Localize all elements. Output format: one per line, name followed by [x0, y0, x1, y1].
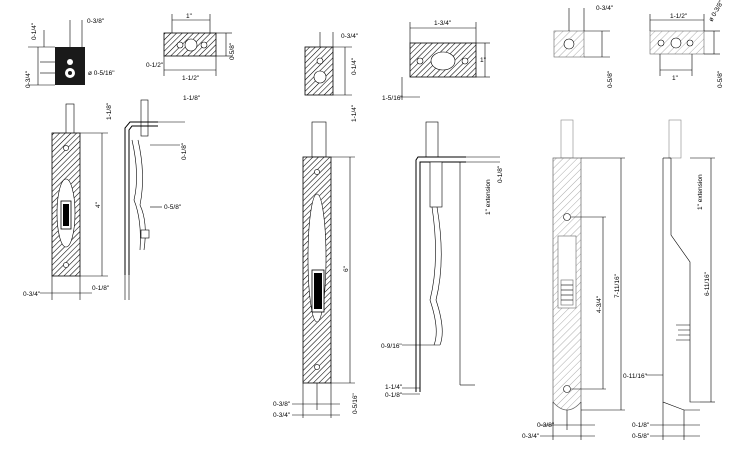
d3-ext-label: 1" extension — [697, 174, 704, 210]
bolt-1-front-view — [40, 103, 108, 300]
bolt-2-keeper — [400, 22, 490, 100]
d1-len-label: 4" — [95, 201, 102, 208]
d3-side-label: 0-5/8" — [607, 70, 614, 88]
d1-side-bolt-label: 0-5/8" — [164, 204, 182, 211]
d3-top-label: 0-3/4" — [596, 5, 614, 12]
d3-side-a-label: 0-11/16" — [623, 373, 648, 380]
bolt-1-end-view — [28, 20, 85, 86]
d1-side-label: 0-3/4" — [25, 70, 32, 88]
d2-len-label: 6" — [343, 265, 350, 272]
d1-top-label: 1-1/8" — [106, 102, 113, 120]
d1-gap-label: 0-1/8" — [92, 285, 110, 292]
d1-keep-len-label: 1-1/2" — [182, 75, 200, 82]
d1-ext-label: 1-1/8" — [183, 95, 201, 102]
bolt-3-front-view — [540, 119, 625, 440]
d3-slot-label: 4-3/4" — [596, 295, 603, 313]
d3-side-len-label: 6-11/16" — [704, 271, 711, 296]
d3-keep-w-label: 1-1/2" — [670, 13, 688, 20]
bolt-2-side-view — [402, 121, 500, 395]
bolt-3-end-view — [553, 8, 610, 58]
d1-keep-h-label: 0-1/2" — [146, 62, 164, 69]
d3-b1-label: 0-3/8" — [537, 422, 555, 429]
d2-keep-w-label: 1-3/4" — [434, 20, 452, 27]
d2-ext-label: 1" extension — [485, 179, 492, 215]
d2-b3-label: 0-5/16" — [352, 393, 359, 414]
bolt-3-keeper — [649, 14, 720, 76]
bolt-1-keeper — [163, 14, 232, 76]
d2-hole-label: 0-1/4" — [351, 57, 358, 75]
bolt-2-group: 0-3/4" 0-1/4" 1-1/4" 6" 0-3/8" 0-3/4" 0-… — [273, 20, 504, 419]
d3-b2-label: 0-3/4" — [522, 433, 540, 440]
d1-width-label: 0-3/8" — [87, 18, 105, 25]
d2-side-tip-label: 0-1/8" — [497, 165, 504, 183]
d3-side-c-label: 0-5/8" — [632, 433, 650, 440]
d1-height-label: 0-1/4" — [31, 22, 38, 40]
d1-side-tip-label: 0-1/8" — [181, 142, 188, 160]
d1-keep-d-label: 0-5/8" — [229, 42, 236, 60]
d2-top-label: 0-3/4" — [341, 33, 359, 40]
bolt-1-group: 0-3/8" 0-1/4" 0-3/4" ø 0-5/16" 4" 1-1/8"… — [23, 13, 236, 300]
d3-keep-d-label: 0-5/8" — [717, 70, 724, 88]
d1-plate-label: 0-3/4" — [23, 291, 41, 298]
d2-side-a-label: 0-9/16" — [381, 343, 402, 350]
d2-b1-label: 0-3/8" — [273, 401, 291, 408]
bolt-3-group: 0-3/4" 0-5/8" 1-1/2" ø 0-3/8" 1" 0-5/8" — [522, 0, 726, 440]
bolt-2-end-view — [304, 32, 352, 96]
bolt-1-side-view — [124, 99, 185, 300]
d2-keep-h-label: 1" — [480, 57, 487, 64]
d2-side-b-label: 1-1/4" — [385, 384, 403, 391]
d1-keep-w-label: 1" — [186, 13, 193, 20]
d2-keep-d-label: 1-5/16" — [382, 95, 403, 102]
d3-len-label: 7-11/16" — [614, 273, 621, 298]
d2-b2-label: 0-3/4" — [273, 412, 291, 419]
d3-keep-hole-label: ø 0-3/8" — [708, 0, 726, 23]
bolt-3-side-view — [646, 119, 715, 440]
d3-keep-len-label: 1" — [672, 75, 679, 82]
d1-hole-label: ø 0-5/16" — [88, 70, 115, 77]
d3-side-b-label: 0-1/8" — [632, 422, 650, 429]
bolt-2-front-view — [292, 121, 355, 418]
d2-side-c-label: 0-1/8" — [385, 392, 403, 399]
d2-rod-label: 1-1/4" — [351, 104, 358, 122]
